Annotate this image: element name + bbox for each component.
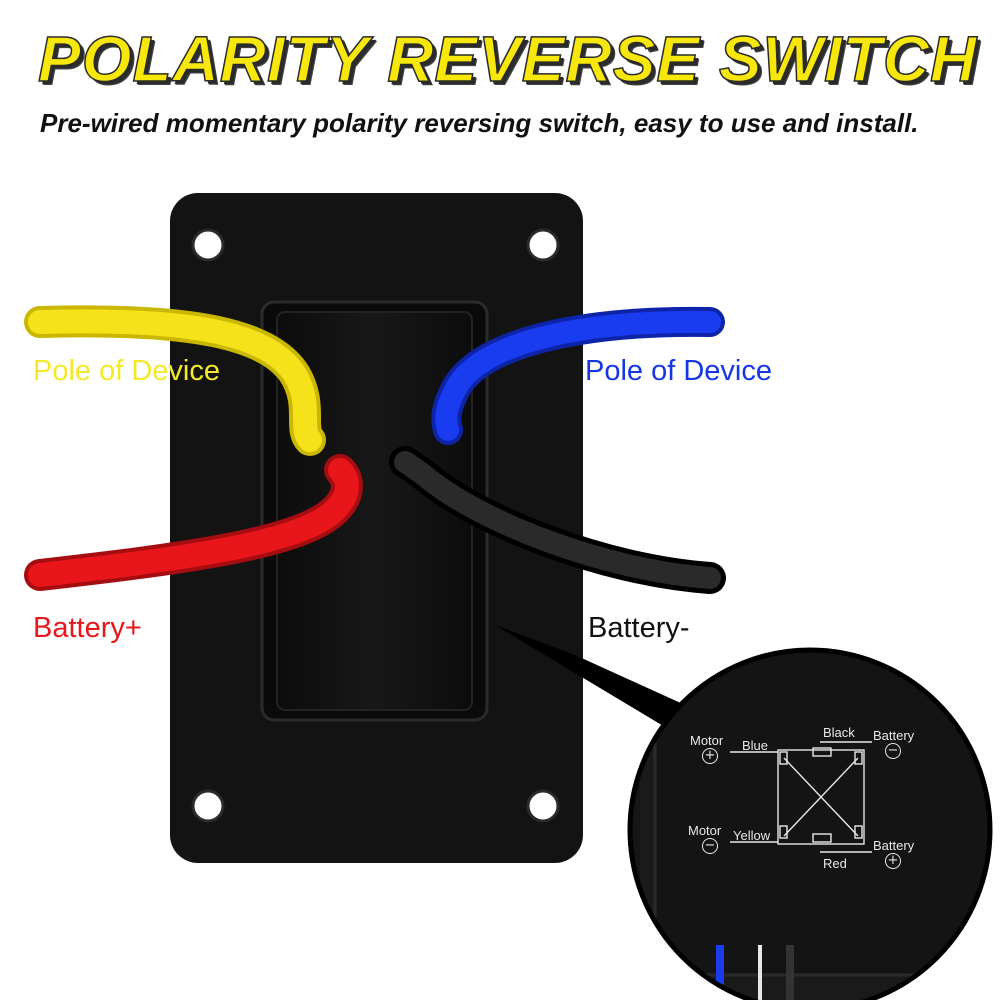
page-subtitle: Pre-wired momentary polarity reversing s… xyxy=(40,108,919,138)
plus-icon: + xyxy=(702,748,718,764)
black-wire xyxy=(389,446,726,594)
black-wire-label: Battery- xyxy=(588,612,690,644)
minus-icon: − xyxy=(885,743,901,759)
blue-wire xyxy=(431,306,725,445)
zoom-pointer xyxy=(495,625,685,730)
yellow-wire-text: Yellow xyxy=(733,828,771,843)
red-wire-text: Red xyxy=(823,856,847,871)
zoom-callout xyxy=(627,647,993,1000)
page-title: POLARITY REVERSE SWITCH xyxy=(37,22,978,96)
motor-top-label: Motor xyxy=(690,733,724,748)
motor-bottom-label: Motor xyxy=(688,823,722,838)
red-wire xyxy=(24,454,363,591)
blue-wire-text: Blue xyxy=(742,738,769,753)
minus-icon: − xyxy=(702,838,718,854)
battery-bottom-label: Battery xyxy=(873,838,915,853)
mounting-hole xyxy=(191,228,560,823)
black-wire-text: Black xyxy=(823,725,855,740)
plus-icon: + xyxy=(885,853,901,869)
battery-top-label: Battery xyxy=(873,728,915,743)
red-wire-label: Battery+ xyxy=(33,612,142,644)
blue-wire-label: Pole of Device xyxy=(585,355,772,387)
wiring-schematic xyxy=(730,741,872,853)
yellow-wire-label: Pole of Device xyxy=(33,355,220,387)
yellow-wire xyxy=(24,305,326,456)
